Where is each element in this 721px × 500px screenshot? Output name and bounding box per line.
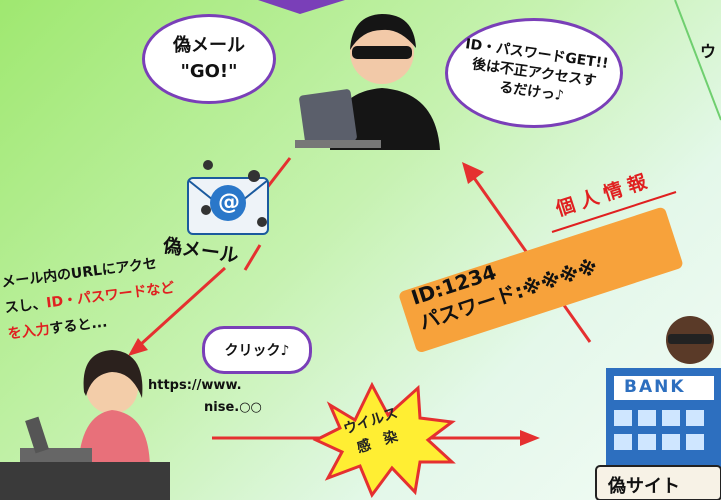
virus-burst-shape [312,381,456,499]
arrow-email-to-user [128,266,227,356]
url-line: https://www. [148,378,242,393]
instruction-part: すると... [48,314,109,338]
bank-sign: BANK [624,377,686,397]
fake-url: https://www. nise.○○ [148,375,262,419]
bank-illustration [595,316,721,500]
fake-site-caption: 偽サイト [608,476,680,497]
email-at-symbol: @ [218,190,240,215]
hacker-speech-bubble: ID・パスワードGET!! 後は不正アクセスす るだけっ♪ [445,18,623,128]
frame-line [674,0,721,121]
personal-info-card-shape [399,207,683,352]
email-icon [187,160,269,235]
user-illustration [0,350,170,500]
top-right-fragment: ウ [700,42,717,61]
url-line: nise.○○ [204,400,262,415]
bubble-line: "GO!" [180,61,238,82]
fake-mail-go-bubble: 偽メール "GO!" [142,14,276,104]
click-bubble: クリック♪ [202,326,312,374]
purple-banner-edge [258,0,345,14]
click-label: クリック♪ [224,343,290,359]
instruction-highlight: を入力 [6,321,51,343]
instruction-part: スし、 [3,295,48,317]
bubble-line: 偽メール [173,35,245,56]
title-underline [551,191,677,233]
hacker-illustration [295,14,440,150]
